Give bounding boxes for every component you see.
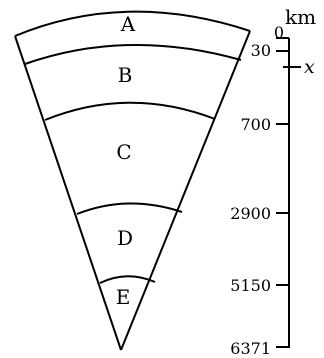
boundary-outer-inner-core — [76, 202, 183, 215]
wedge-right-edge — [120, 30, 251, 351]
boundary-inner-core — [99, 275, 156, 284]
depth-label-5150: 5150 — [230, 276, 271, 295]
layer-label-a: A — [120, 12, 136, 36]
wedge-outer-arc — [14, 10, 251, 37]
depth-label-0: 0 — [274, 23, 284, 42]
scale-unit: km — [285, 5, 316, 29]
layer-label-c: C — [116, 140, 131, 164]
depth-scale: km 0 30 x 700 2900 5150 6371 — [230, 5, 316, 358]
wedge-left-edge — [14, 35, 122, 351]
boundary-crust-mantle — [24, 43, 242, 65]
depth-label-x: x — [304, 56, 315, 78]
depth-label-2900: 2900 — [230, 204, 271, 223]
boundary-mantle-outer-core — [44, 101, 216, 121]
depth-label-30: 30 — [251, 41, 271, 60]
layer-label-e: E — [116, 285, 131, 309]
depth-label-6371: 6371 — [230, 339, 271, 358]
layer-label-b: B — [118, 63, 133, 87]
depth-label-700: 700 — [240, 115, 271, 134]
layer-label-d: D — [117, 226, 133, 250]
wedge — [14, 10, 251, 351]
